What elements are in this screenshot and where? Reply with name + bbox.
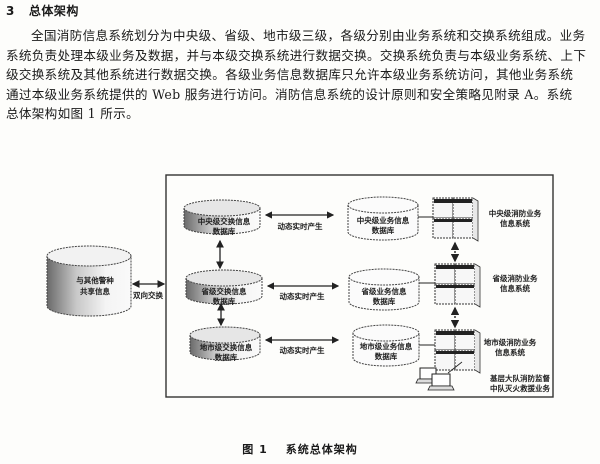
server-icon <box>434 263 481 308</box>
business-db-label: 数据库 <box>372 225 395 235</box>
figure-title: 系统总体架构 <box>285 443 358 456</box>
exchange-db-label: 数据库 <box>213 226 236 236</box>
exchange-db-municipal: 地市级交换信息 数据库 <box>189 326 261 362</box>
exchange-db-label: 数据库 <box>215 352 238 362</box>
grassroots-label: 中队灭火救援业务 <box>490 383 550 393</box>
system-label: 信息系统 <box>500 283 530 293</box>
external-db-label: 共享信息 <box>80 286 110 296</box>
server-icon <box>434 329 481 374</box>
sync-label: 动态实时产生 <box>278 221 323 231</box>
sync-label: 动态实时产生 <box>280 345 325 355</box>
business-db-label: 数据库 <box>375 351 398 361</box>
business-db-label: 省级业务信息 <box>361 286 407 296</box>
system-label: 中央级消防业务 <box>489 208 542 218</box>
business-db-label: 数据库 <box>373 296 396 306</box>
server-icon <box>432 197 479 242</box>
external-shared-db: 与其他警种 共享信息 <box>46 245 132 317</box>
system-label: 省级消防业务 <box>492 273 538 283</box>
section-title: 总体架构 <box>28 4 79 18</box>
body-paragraph: 全国消防信息系统划分为中央级、省级、地市级三级，各级分别由业务系统和交换系统组成… <box>6 26 592 124</box>
business-db-central: 中央级业务信息 数据库 <box>347 196 419 241</box>
system-label: 地市级消防业务 <box>484 337 537 347</box>
exchange-db-label: 地市级交换信息 <box>200 342 253 352</box>
business-db-municipal: 地市级业务信息 数据库 <box>352 324 420 367</box>
figure-number: 图 1 <box>242 443 268 456</box>
paragraph-line: 系统负责处理本级业务及数据，并与本级交换系统进行数据交换。交换系统负责与本级业务… <box>6 47 587 63</box>
exchange-db-label: 中央级交换信息 <box>198 216 251 226</box>
paragraph-line: 全国消防信息系统划分为中央级、省级、地市级三级，各级分别由业务系统和交换系统组成… <box>31 28 586 43</box>
exchange-db-label: 省级交换信息 <box>201 286 247 296</box>
laptop-connector <box>447 361 463 374</box>
section-number: 3 <box>6 4 15 18</box>
paragraph-line: 通过本级业务系统提供的 Web 服务进行访问。消防信息系统的设计原则和安全策略见… <box>6 86 573 102</box>
section-heading: 3 总体架构 <box>6 2 79 19</box>
business-db-label: 地市级业务信息 <box>360 341 413 351</box>
bidirectional-label: 双向交换 <box>133 290 163 300</box>
business-db-provincial: 省级业务信息 数据库 <box>348 268 420 311</box>
business-db-label: 中央级业务信息 <box>357 215 410 225</box>
external-db-label: 与其他警种 <box>76 275 114 285</box>
laptop-icon <box>427 373 455 391</box>
figure-caption: 图 1 系统总体架构 <box>0 441 600 457</box>
paragraph-line: 级交换系统及其他系统进行数据交换。各级业务信息数据库只允许本级业务系统访问，其他… <box>6 67 574 82</box>
system-label: 信息系统 <box>495 347 525 357</box>
sync-label: 动态实时产生 <box>280 291 325 301</box>
system-label: 信息系统 <box>500 218 530 228</box>
grassroots-label: 基层大队消防监督 <box>489 373 550 383</box>
paragraph-line: 总体架构如图 1 所示。 <box>6 106 139 121</box>
exchange-system-frame <box>165 174 554 398</box>
exchange-db-provincial: 省级交换信息 数据库 <box>185 269 263 306</box>
exchange-db-central: 中央级交换信息 数据库 <box>183 199 261 236</box>
exchange-db-label: 数据库 <box>213 296 236 306</box>
